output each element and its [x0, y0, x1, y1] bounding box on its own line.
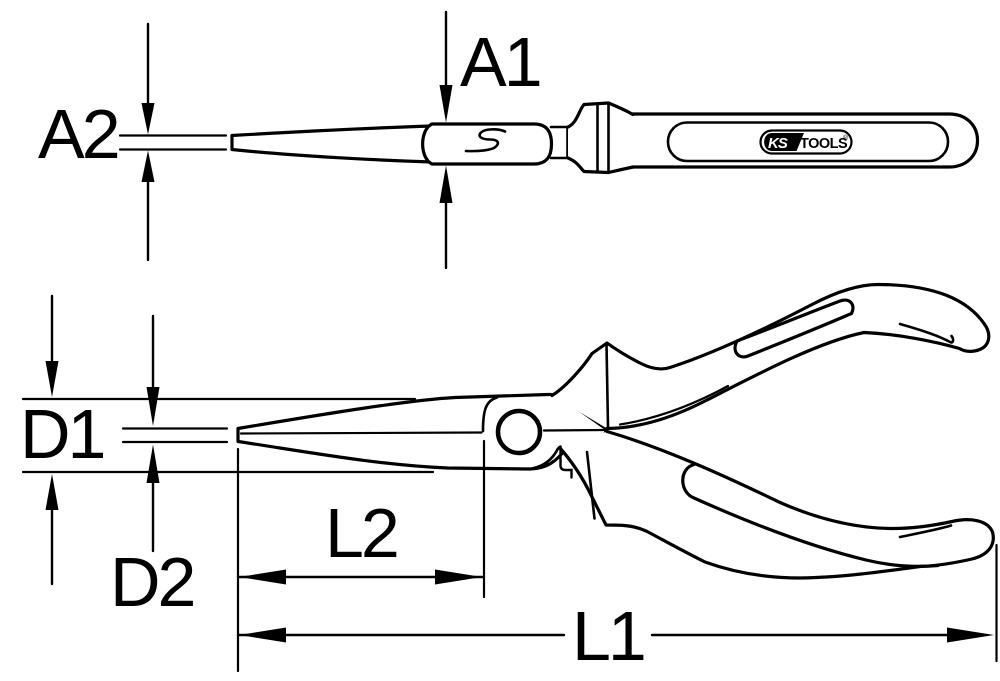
d1-arrowhead-up: [45, 474, 59, 510]
lower-grip-sleeve-edge: [585, 450, 596, 520]
a2-arrowhead-down: [141, 103, 155, 135]
l1-arrowhead-right: [947, 627, 994, 643]
grip-collar-notch: [559, 445, 573, 479]
upper-grip-inner-line: [618, 384, 730, 426]
lower-handle-outline: [557, 429, 995, 580]
side-view-grip-inlay: [666, 121, 950, 163]
dimension-label-a2: A2: [38, 95, 118, 173]
l2-arrowhead-right: [435, 569, 482, 585]
upper-handle-slot: [733, 298, 855, 359]
top-view-head-corner: [481, 396, 499, 433]
dimension-label-l1: L1: [572, 597, 644, 675]
dimension-d2: D2: [110, 314, 229, 621]
ks-tools-logo: KS TOOLS ®: [759, 129, 853, 155]
logo-ks-text: KS: [768, 135, 788, 152]
logo-tools-text: TOOLS: [800, 136, 848, 152]
dimension-label-d2: D2: [110, 543, 194, 621]
l2-arrowhead-left: [239, 569, 286, 585]
dimension-label-l2: L2: [325, 494, 397, 572]
a2-arrowhead-up: [141, 150, 155, 182]
top-view-jaw-seam-left: [239, 431, 483, 435]
d2-arrowhead-down: [146, 387, 160, 426]
dimension-label-d1: D1: [20, 395, 104, 473]
lower-grip-tip-inner-line: [898, 524, 953, 539]
side-view-pliers: KS TOOLS ® A2 A1: [38, 10, 980, 270]
side-view-collar-ridges: [596, 101, 610, 174]
a1-arrowhead-up: [439, 165, 453, 203]
upper-handle-outline: [550, 282, 991, 431]
side-view-jaw: [230, 124, 434, 164]
l1-arrowhead-left: [239, 627, 286, 643]
dimension-label-a1: A1: [460, 23, 540, 101]
side-view-collar-fill: [568, 103, 633, 173]
pivot-screw: [495, 408, 543, 456]
lower-grip-inner-contour: [681, 462, 940, 569]
a2-extension-lines: [118, 134, 228, 151]
d1-arrowhead-down: [45, 361, 59, 397]
logo-registered-mark: ®: [843, 134, 849, 142]
d1-extension-lines: [21, 397, 435, 474]
dimension-a2: A2: [38, 22, 228, 262]
dimension-a1: A1: [439, 10, 543, 270]
side-view-joint-cutline: [464, 128, 507, 153]
upper-grip-sleeve-edge: [605, 342, 610, 429]
upper-handle-fill: [552, 284, 989, 429]
dimension-d1: D1: [20, 294, 435, 586]
upper-grip-tip-inner-line: [898, 322, 955, 344]
lower-handle-fill: [559, 431, 994, 578]
d2-arrowhead-up: [146, 444, 160, 483]
side-view-joint-head: [421, 122, 554, 166]
top-view-pliers: D1 D2 L2 L1: [20, 282, 998, 675]
top-view-jaw-seam-right: [542, 428, 606, 432]
dimension-l1: L1: [236, 543, 998, 675]
top-view-head-corner-lower: [530, 447, 560, 470]
side-view-neck: [549, 125, 570, 160]
d2-extension-lines: [121, 427, 229, 444]
a1-arrowhead-down: [439, 85, 453, 123]
dimension-l2: L2: [236, 439, 486, 673]
logo-ks-badge: [764, 133, 804, 151]
